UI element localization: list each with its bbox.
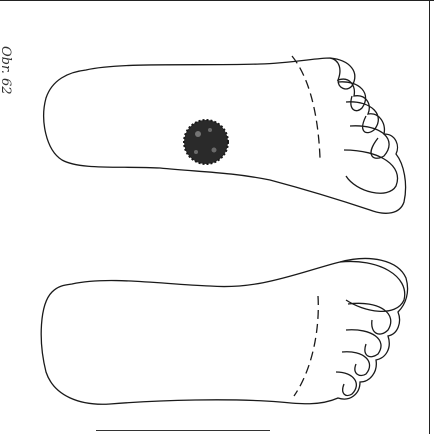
lower-toe-3: [346, 330, 381, 357]
lower-foot-outline: [41, 259, 407, 405]
upper-ball-line: [292, 56, 320, 158]
upper-toe-5: [344, 150, 398, 193]
lower-toe-4: [342, 352, 370, 376]
upper-toe-1: [330, 58, 355, 89]
caption-box-edge: [96, 430, 270, 435]
lower-ball-line: [294, 296, 318, 396]
reflex-zone-marker: [184, 120, 228, 164]
lower-foot: [41, 259, 407, 405]
lower-toe-5: [336, 372, 356, 396]
